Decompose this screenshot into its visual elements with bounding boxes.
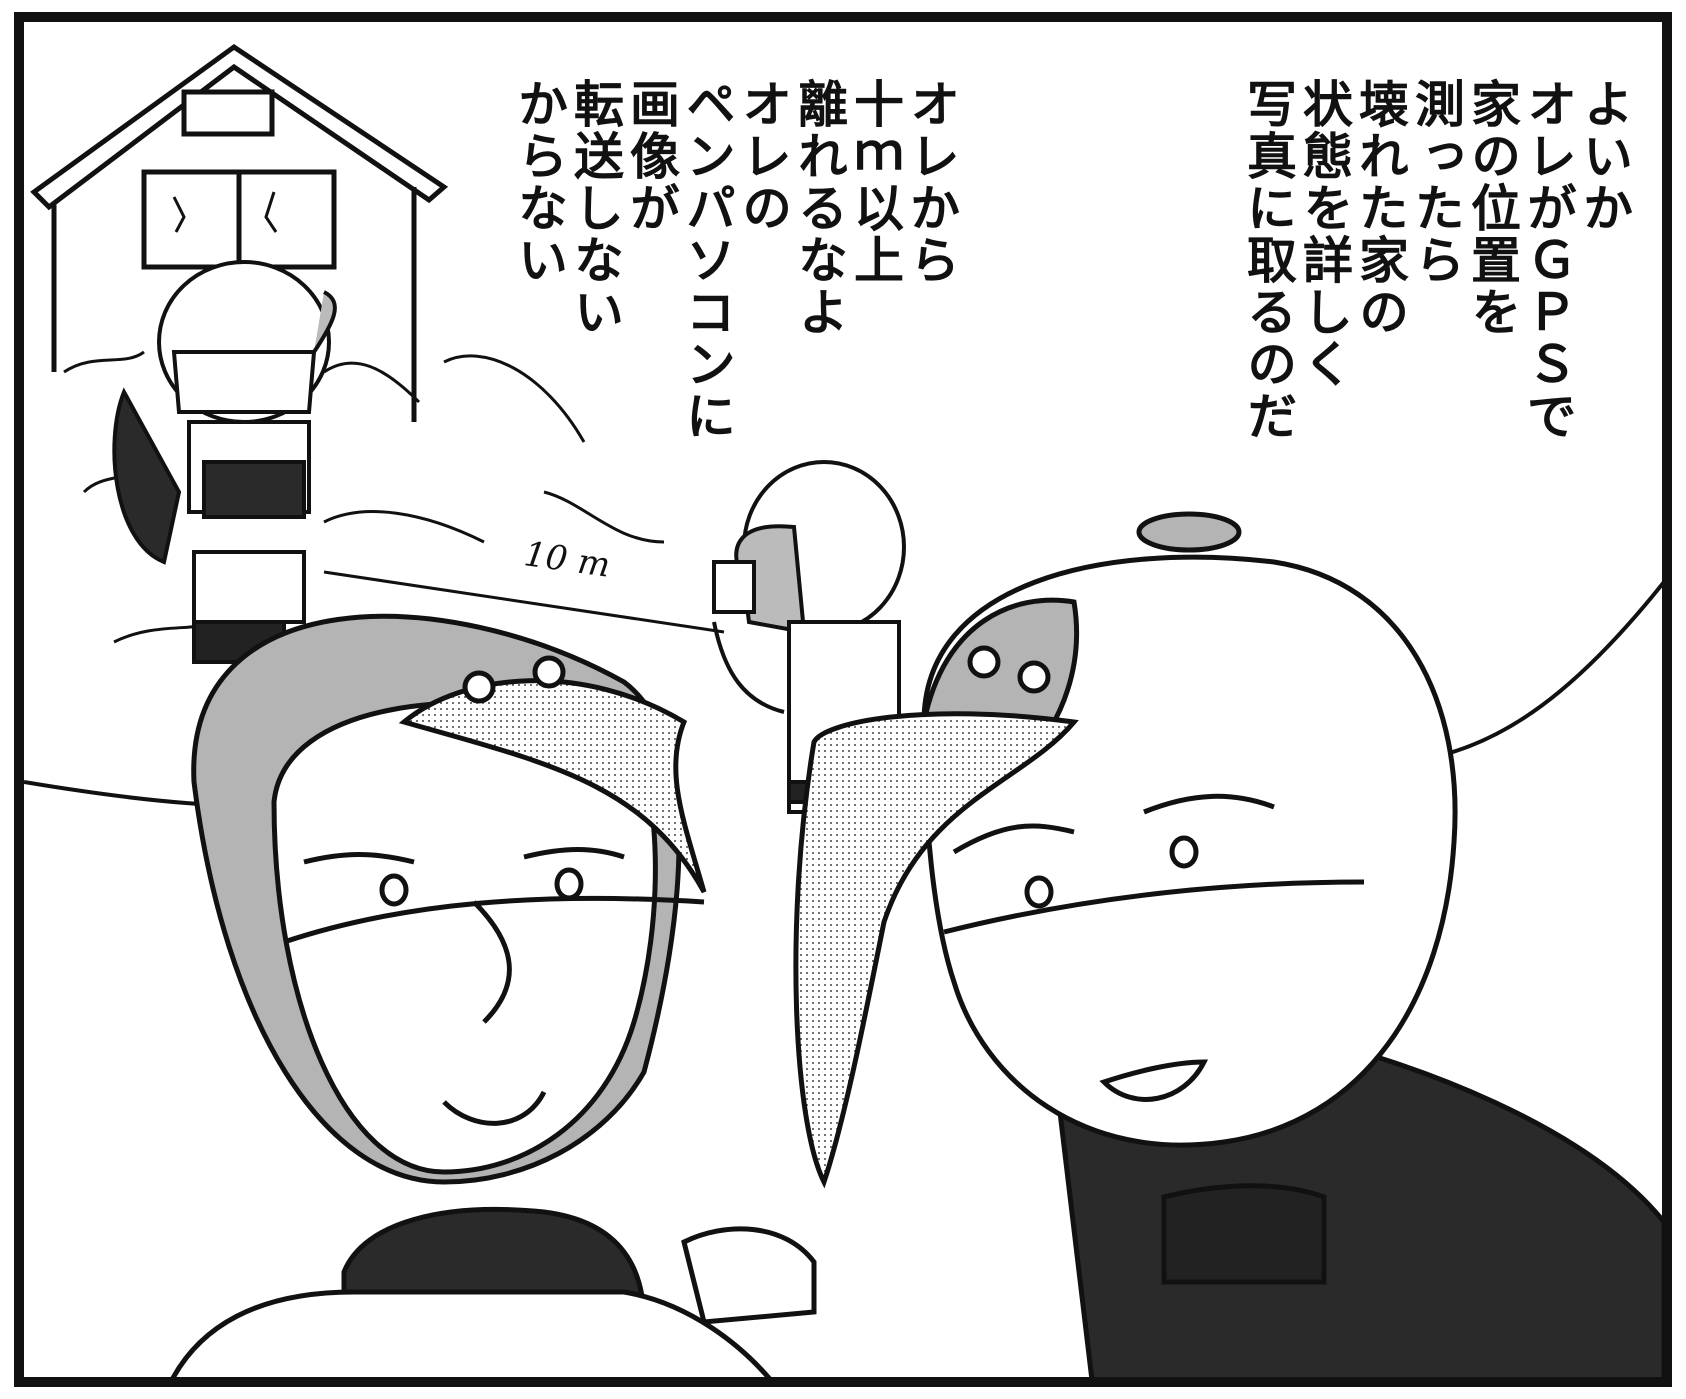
speech-left-line-1: オレから [902,78,960,286]
speech-right-line-4: 測ったら [1407,78,1465,286]
manga-illustration [24,43,1662,1377]
big-figure-right [793,511,1662,1377]
speech-right-line-7: 写真に取るのだ [1239,78,1297,442]
rubble [63,350,665,644]
house [30,43,449,422]
small-figure-left [112,260,337,664]
speech-left-line-3: 離れるなよ [790,78,848,338]
manga-panel: 10 m オレから 十ｍ以上 離れるなよ オレの ペンパソコンに 画像が 転送し… [14,12,1672,1387]
speech-right-line-2: オレがＧＰＳで [1519,78,1577,442]
speech-left-line-5: ペンパソコンに [678,78,736,442]
big-figure-left [170,613,817,1377]
speech-right-line-6: 状態を詳しく [1295,78,1353,390]
speech-left-line-8: からない [510,78,568,286]
speech-left-line-4: オレの [734,78,792,234]
speech-right-line-3: 家の位置を [1463,78,1521,338]
speech-left-line-7: 転送しない [566,78,624,338]
speech-right-line-5: 壊れた家の [1351,78,1409,338]
speech-right-line-1: よいか [1575,78,1633,234]
distance-line [323,570,725,634]
speech-left-line-2: 十ｍ以上 [846,78,904,286]
speech-left-line-6: 画像が [622,78,680,234]
